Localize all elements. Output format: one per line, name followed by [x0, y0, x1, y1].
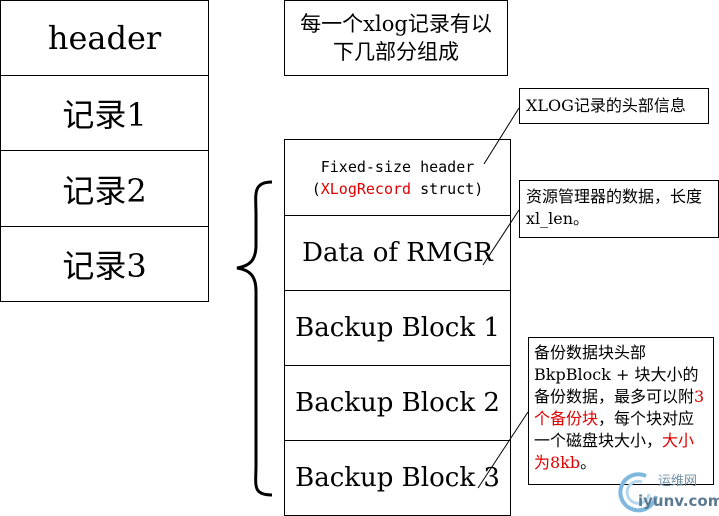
- backup-block-2-label: Backup Block 2: [295, 388, 500, 418]
- rmgr-leader: [482, 209, 520, 266]
- top-note: 每一个xlog记录有以下几部分组成: [284, 0, 508, 76]
- fixed-header-open: (: [311, 179, 321, 198]
- rmgr-note: 资源管理器的数据，长度xl_len。: [519, 180, 719, 238]
- data-of-rmgr-label: Data of RMGR: [302, 238, 493, 268]
- watermark-logo-icon: [618, 472, 658, 513]
- rmgr-note-text: 资源管理器的数据，长度xl_len。: [526, 187, 703, 228]
- record-2-label: 记录2: [62, 171, 147, 210]
- data-of-rmgr-cell: Data of RMGR: [284, 215, 511, 291]
- backup-note-highlight-1: 3个备份块: [534, 387, 705, 428]
- record-3-cell: 记录3: [0, 226, 209, 302]
- top-note-text: 每一个xlog记录有以下几部分组成: [300, 12, 492, 64]
- xlog-header-leader: [483, 107, 520, 165]
- fixed-header-line1: Fixed-size header: [320, 157, 475, 176]
- record-3-label: 记录3: [62, 247, 147, 285]
- backup-block-3-cell: Backup Block 3: [284, 440, 511, 516]
- watermark-domain: iyunv.com: [638, 492, 719, 510]
- backup-block-3-label: Backup Block 3: [295, 463, 500, 493]
- backup-note-text-1: 备份数据块头部BkpBlock + 块大小的备份数据，最多可以附: [534, 343, 699, 406]
- backup-block-1-label: Backup Block 1: [295, 313, 500, 343]
- backup-note-text-2: ，每个块对应一个磁盘块大小，: [534, 409, 695, 450]
- backup-note-text-3: 。: [580, 453, 597, 472]
- xlog-header-note: XLOG记录的头部信息: [519, 88, 709, 124]
- xlogrecord-struct-name: XLogRecord: [320, 179, 412, 198]
- record-2-cell: 记录2: [0, 150, 209, 227]
- fixed-header-line2: (XLogRecord struct): [312, 178, 484, 200]
- record-1-label: 记录1: [62, 96, 147, 134]
- fixed-size-header-cell: Fixed-size header (XLogRecord struct): [284, 139, 511, 216]
- backup-note-highlight-2: 大小为8kb: [534, 431, 695, 472]
- header-cell: header: [0, 0, 209, 76]
- xlog-header-note-text: XLOG记录的头部信息: [526, 96, 686, 115]
- backup-block-2-cell: Backup Block 2: [284, 365, 511, 441]
- site-watermark: 运维网 iyunv.com: [614, 468, 719, 516]
- record-brace: [236, 180, 273, 497]
- header-cell-label: header: [47, 19, 162, 57]
- fixed-header-close: struct): [411, 179, 484, 198]
- backup-note: 备份数据块头部BkpBlock + 块大小的备份数据，最多可以附3个备份块，每个…: [528, 337, 714, 485]
- watermark-title: 运维网: [658, 474, 698, 489]
- backup-block-1-cell: Backup Block 1: [284, 290, 511, 366]
- backup-leader: [477, 411, 529, 489]
